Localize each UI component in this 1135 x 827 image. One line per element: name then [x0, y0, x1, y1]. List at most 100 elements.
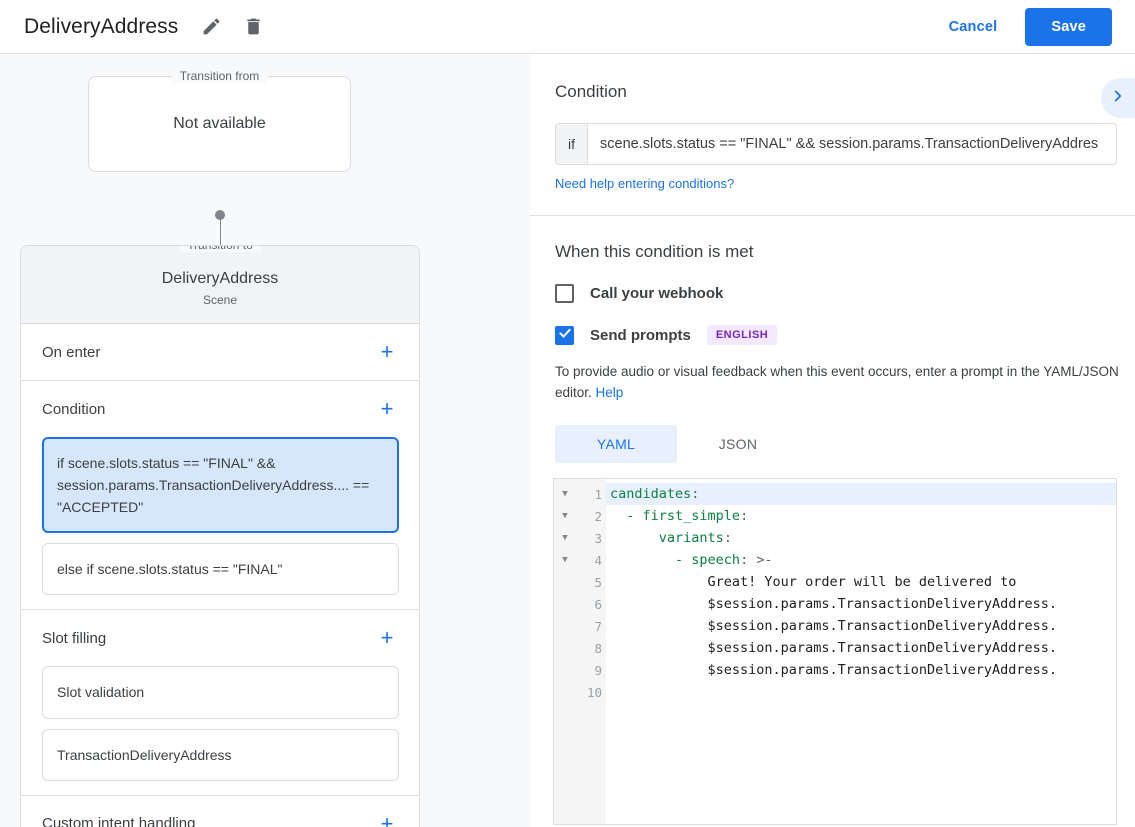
- code-line[interactable]: candidates:: [606, 483, 1116, 505]
- fold-triangle-icon[interactable]: ▼: [562, 555, 568, 565]
- connector-line: [219, 215, 221, 268]
- code-line[interactable]: $session.params.TransactionDeliveryAddre…: [610, 618, 1058, 634]
- gutter-row: 9: [554, 659, 606, 681]
- list-item[interactable]: else if scene.slots.status == "FINAL": [42, 543, 399, 596]
- code-line[interactable]: variants:: [658, 530, 732, 546]
- section-condition-label: Condition: [42, 400, 106, 418]
- code-line[interactable]: $session.params.TransactionDeliveryAddre…: [610, 662, 1058, 678]
- chevron-right-icon: [1109, 87, 1127, 110]
- language-badge: ENGLISH: [706, 325, 778, 345]
- transition-to-legend: Transition to: [179, 245, 261, 252]
- trash-icon: [243, 16, 264, 37]
- transition-to-header: Transition to DeliveryAddress Scene: [21, 245, 419, 324]
- condition-heading: Condition: [555, 82, 627, 101]
- editor-code-area[interactable]: candidates: - first_simple: variants: - …: [606, 479, 1116, 824]
- when-condition-met-section: When this condition is met Call your web…: [530, 216, 1135, 464]
- section-slot-filling: Slot filling + Slot validation Transacti…: [21, 610, 419, 796]
- code-line[interactable]: Great! Your order will be delivered to: [610, 574, 1017, 590]
- gutter-row: 5: [554, 571, 606, 593]
- line-number: 4: [594, 552, 602, 568]
- section-condition: Condition + if scene.slots.status == "FI…: [21, 381, 419, 611]
- pencil-icon: [201, 16, 222, 37]
- fold-triangle-icon[interactable]: ▼: [562, 489, 568, 499]
- send-prompts-row: Send prompts ENGLISH: [555, 325, 1110, 345]
- check-icon: [558, 326, 572, 345]
- section-slot-filling-body: Slot validation TransactionDeliveryAddre…: [21, 666, 419, 794]
- code-line[interactable]: - first_simple:: [626, 508, 749, 524]
- list-item[interactable]: if scene.slots.status == "FINAL" && sess…: [42, 437, 399, 534]
- line-number: 2: [594, 508, 602, 524]
- transition-from-legend: Transition from: [171, 69, 268, 83]
- transition-from-value: Not available: [173, 115, 266, 132]
- when-condition-met-title: When this condition is met: [555, 242, 754, 261]
- line-number: 7: [594, 618, 602, 634]
- line-number: 5: [594, 574, 602, 590]
- call-webhook-row: Call your webhook: [555, 284, 1110, 303]
- transition-to-card: Transition to DeliveryAddress Scene On e…: [20, 245, 420, 827]
- condition-section: Condition if Need help entering conditio…: [530, 54, 1135, 216]
- fold-triangle-icon[interactable]: ▼: [562, 533, 568, 543]
- section-custom-intent-handling: Custom intent handling +: [21, 796, 419, 827]
- gutter-row: 8: [554, 637, 606, 659]
- gutter-row: 7: [554, 615, 606, 637]
- add-condition-icon[interactable]: +: [380, 396, 394, 421]
- add-custom-intent-icon[interactable]: +: [380, 810, 394, 827]
- code-line[interactable]: $session.params.TransactionDeliveryAddre…: [610, 640, 1058, 656]
- code-line[interactable]: [606, 681, 1116, 703]
- tab-yaml[interactable]: YAML: [555, 425, 677, 464]
- top-app-bar: DeliveryAddress Cancel Save: [0, 0, 1135, 54]
- section-on-enter: On enter +: [21, 324, 419, 381]
- edit-name-button[interactable]: [194, 10, 228, 44]
- gutter-row: 6: [554, 593, 606, 615]
- call-webhook-label: Call your webhook: [590, 285, 724, 302]
- line-number: 8: [594, 640, 602, 656]
- section-custom-intent-header[interactable]: Custom intent handling +: [21, 796, 419, 827]
- delete-button[interactable]: [236, 10, 270, 44]
- condition-input[interactable]: [588, 124, 1116, 164]
- prompts-help-link[interactable]: Help: [595, 385, 624, 401]
- line-number: 10: [586, 684, 602, 700]
- section-slot-filling-label: Slot filling: [42, 629, 107, 647]
- add-on-enter-icon[interactable]: +: [380, 339, 394, 364]
- condition-help-link[interactable]: Need help entering conditions?: [555, 176, 735, 191]
- page-title: DeliveryAddress: [24, 14, 179, 38]
- add-slot-filling-icon[interactable]: +: [380, 625, 394, 651]
- prompts-helper-sentence: To provide audio or visual feedback when…: [555, 364, 1119, 401]
- tab-json[interactable]: JSON: [718, 436, 758, 453]
- send-prompts-label: Send prompts: [590, 326, 691, 344]
- section-condition-body: if scene.slots.status == "FINAL" && sess…: [21, 437, 419, 609]
- left-panel: Transition from Not available Transition…: [0, 54, 530, 827]
- code-line[interactable]: - speech: >-: [675, 552, 773, 568]
- line-number: 1: [594, 486, 602, 502]
- line-number: 3: [594, 530, 602, 546]
- gutter-row: ▼3: [554, 527, 606, 549]
- if-label: if: [556, 124, 588, 164]
- list-item[interactable]: TransactionDeliveryAddress: [42, 728, 399, 781]
- transition-to-subtitle: Scene: [202, 293, 238, 307]
- send-prompts-checkbox[interactable]: [555, 325, 574, 345]
- gutter-row: 10: [554, 681, 606, 703]
- gutter-row: ▼4: [554, 549, 606, 571]
- transition-to-title: DeliveryAddress: [161, 270, 279, 287]
- gutter-row: ▼2: [554, 505, 606, 527]
- code-line[interactable]: $session.params.TransactionDeliveryAddre…: [610, 596, 1058, 612]
- fold-triangle-icon[interactable]: ▼: [562, 511, 568, 521]
- section-condition-header[interactable]: Condition +: [21, 381, 419, 437]
- section-on-enter-header[interactable]: On enter +: [21, 324, 419, 380]
- gutter-row: ▼1: [554, 483, 606, 505]
- condition-input-row: if: [555, 123, 1117, 165]
- save-button[interactable]: Save: [1025, 7, 1112, 46]
- section-slot-filling-header[interactable]: Slot filling +: [21, 610, 419, 666]
- section-custom-intent-label: Custom intent handling: [42, 815, 196, 827]
- line-number: 6: [594, 596, 602, 612]
- list-item[interactable]: Slot validation: [42, 666, 399, 719]
- prompts-helper-text: To provide audio or visual feedback when…: [555, 361, 1121, 403]
- section-on-enter-label: On enter: [42, 343, 101, 361]
- call-webhook-checkbox[interactable]: [555, 284, 574, 303]
- cancel-button[interactable]: Cancel: [935, 10, 1012, 44]
- transition-from-box: Transition from Not available: [88, 69, 351, 172]
- editor-format-tabs: YAML JSON: [555, 425, 1110, 464]
- expand-panel-button[interactable]: [1101, 78, 1135, 118]
